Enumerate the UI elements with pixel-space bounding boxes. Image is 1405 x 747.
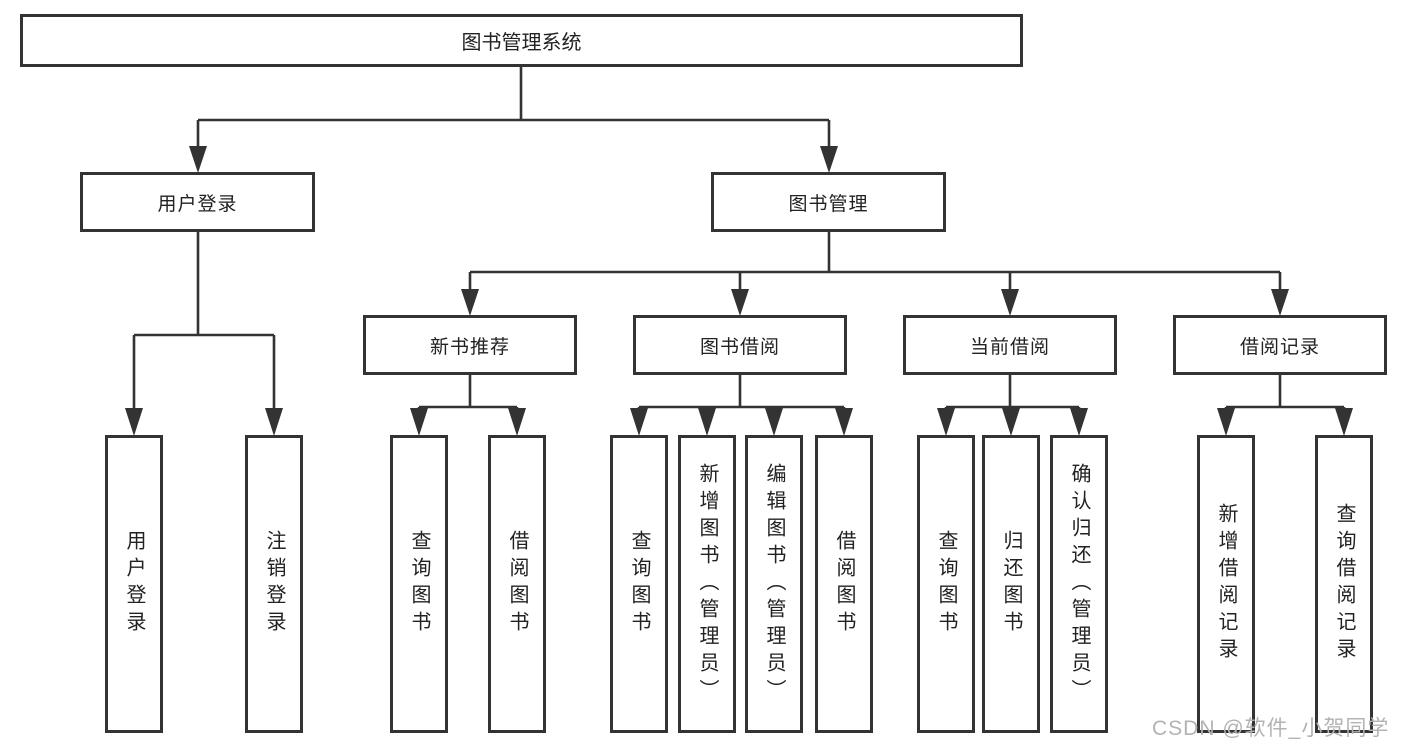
leaf-label: 借阅图书 <box>833 530 855 638</box>
leaf-label: 新增图书（管理员） <box>696 462 718 706</box>
node-user-login-module: 用户登录 <box>80 172 315 232</box>
leaf-add-book-admin: 新增图书（管理员） <box>678 435 736 733</box>
leaf-label: 借阅图书 <box>506 530 528 638</box>
node-root-label: 图书管理系统 <box>461 32 582 54</box>
leaf-return-book: 归还图书 <box>982 435 1040 733</box>
node-label: 图书借阅 <box>699 336 780 358</box>
leaf-add-borrow-record: 新增借阅记录 <box>1197 435 1255 733</box>
leaf-label: 新增借阅记录 <box>1215 503 1237 665</box>
leaf-label: 查询图书 <box>628 530 650 638</box>
node-label: 当前借阅 <box>969 336 1050 358</box>
leaf-label: 编辑图书（管理员） <box>763 462 785 706</box>
leaf-label: 查询图书 <box>408 530 430 638</box>
node-root-system: 图书管理系统 <box>20 14 1023 67</box>
leaf-label: 查询图书 <box>935 530 957 638</box>
csdn-watermark: CSDN @软件_小贺同学 <box>1152 717 1390 740</box>
leaf-logout: 注销登录 <box>245 435 303 733</box>
node-book-borrow: 图书借阅 <box>633 315 847 375</box>
leaf-borrow-book-1: 借阅图书 <box>488 435 546 733</box>
node-label: 借阅记录 <box>1239 336 1320 358</box>
leaf-edit-book-admin: 编辑图书（管理员） <box>745 435 803 733</box>
leaf-label: 用户登录 <box>123 530 145 638</box>
leaf-query-book-1: 查询图书 <box>390 435 448 733</box>
leaf-user-login: 用户登录 <box>105 435 163 733</box>
node-borrow-record: 借阅记录 <box>1173 315 1387 375</box>
leaf-confirm-return-admin: 确认归还（管理员） <box>1050 435 1108 733</box>
node-label: 用户登录 <box>157 193 238 215</box>
leaf-label: 归还图书 <box>1000 530 1022 638</box>
node-book-management-module: 图书管理 <box>711 172 946 232</box>
node-current-borrow: 当前借阅 <box>903 315 1117 375</box>
leaf-borrow-book-2: 借阅图书 <box>815 435 873 733</box>
leaf-query-borrow-record: 查询借阅记录 <box>1315 435 1373 733</box>
leaf-label: 确认归还（管理员） <box>1068 462 1090 706</box>
leaf-query-book-2: 查询图书 <box>610 435 668 733</box>
node-label: 新书推荐 <box>429 336 510 358</box>
node-new-book-recommend: 新书推荐 <box>363 315 577 375</box>
arrowhead-group <box>125 146 1353 436</box>
node-label: 图书管理 <box>788 193 869 215</box>
leaf-label: 注销登录 <box>263 530 285 638</box>
leaf-query-book-3: 查询图书 <box>917 435 975 733</box>
leaf-label: 查询借阅记录 <box>1333 503 1355 665</box>
